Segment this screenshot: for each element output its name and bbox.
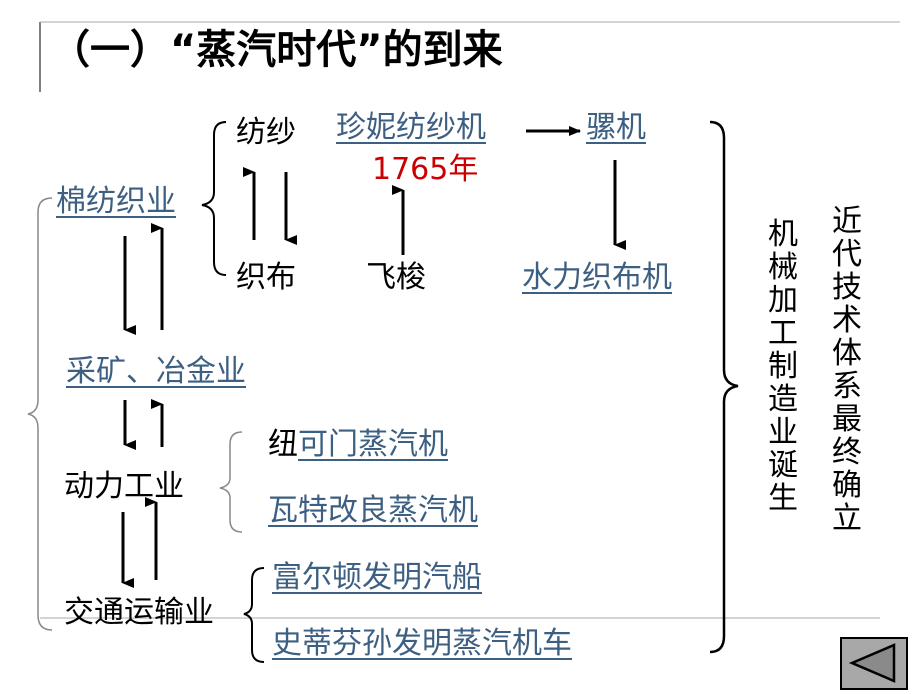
jenny-link[interactable]: 珍妮纺纱机: [336, 110, 486, 145]
machine-industry-text: 机械加工制造业诞生: [768, 217, 798, 516]
left-triangle-icon: [840, 637, 908, 690]
cotton-industry-link[interactable]: 棉纺织业: [56, 184, 176, 219]
modern-tech-text: 近代技术体系最终确立: [832, 204, 862, 536]
fulton-link[interactable]: 富尔顿发明汽船: [272, 560, 482, 595]
spinning-label: 纺纱: [236, 115, 296, 150]
brace-transport: [243, 567, 265, 663]
flying-shuttle-label: 飞梭: [366, 260, 426, 295]
brace-steam-engines: [219, 431, 243, 533]
power-loom-link[interactable]: 水力织布机: [522, 260, 672, 295]
brace-result: [709, 120, 739, 654]
brace-industries: [27, 197, 53, 631]
jenny-year: 1765年: [372, 152, 479, 187]
mule-link[interactable]: 骡机: [586, 110, 646, 145]
mining-link[interactable]: 采矿、冶金业: [66, 354, 246, 389]
watt-link[interactable]: 瓦特改良蒸汽机: [268, 493, 478, 528]
brace-spin-weave: [201, 121, 227, 276]
transport-label: 交通运输业: [64, 595, 214, 630]
newcomen-link[interactable]: 可门蒸汽机: [298, 427, 448, 462]
stephenson-link[interactable]: 史蒂芬孙发明蒸汽机车: [272, 626, 572, 661]
page-title: （一）“蒸汽时代”的到来: [50, 27, 503, 73]
newcomen-prefix: 纽: [268, 427, 298, 462]
power-industry-label: 动力工业: [64, 469, 184, 504]
previous-slide-button[interactable]: [840, 637, 908, 690]
weaving-label: 织布: [236, 260, 296, 295]
newcomen-item: 纽可门蒸汽机: [268, 430, 448, 460]
